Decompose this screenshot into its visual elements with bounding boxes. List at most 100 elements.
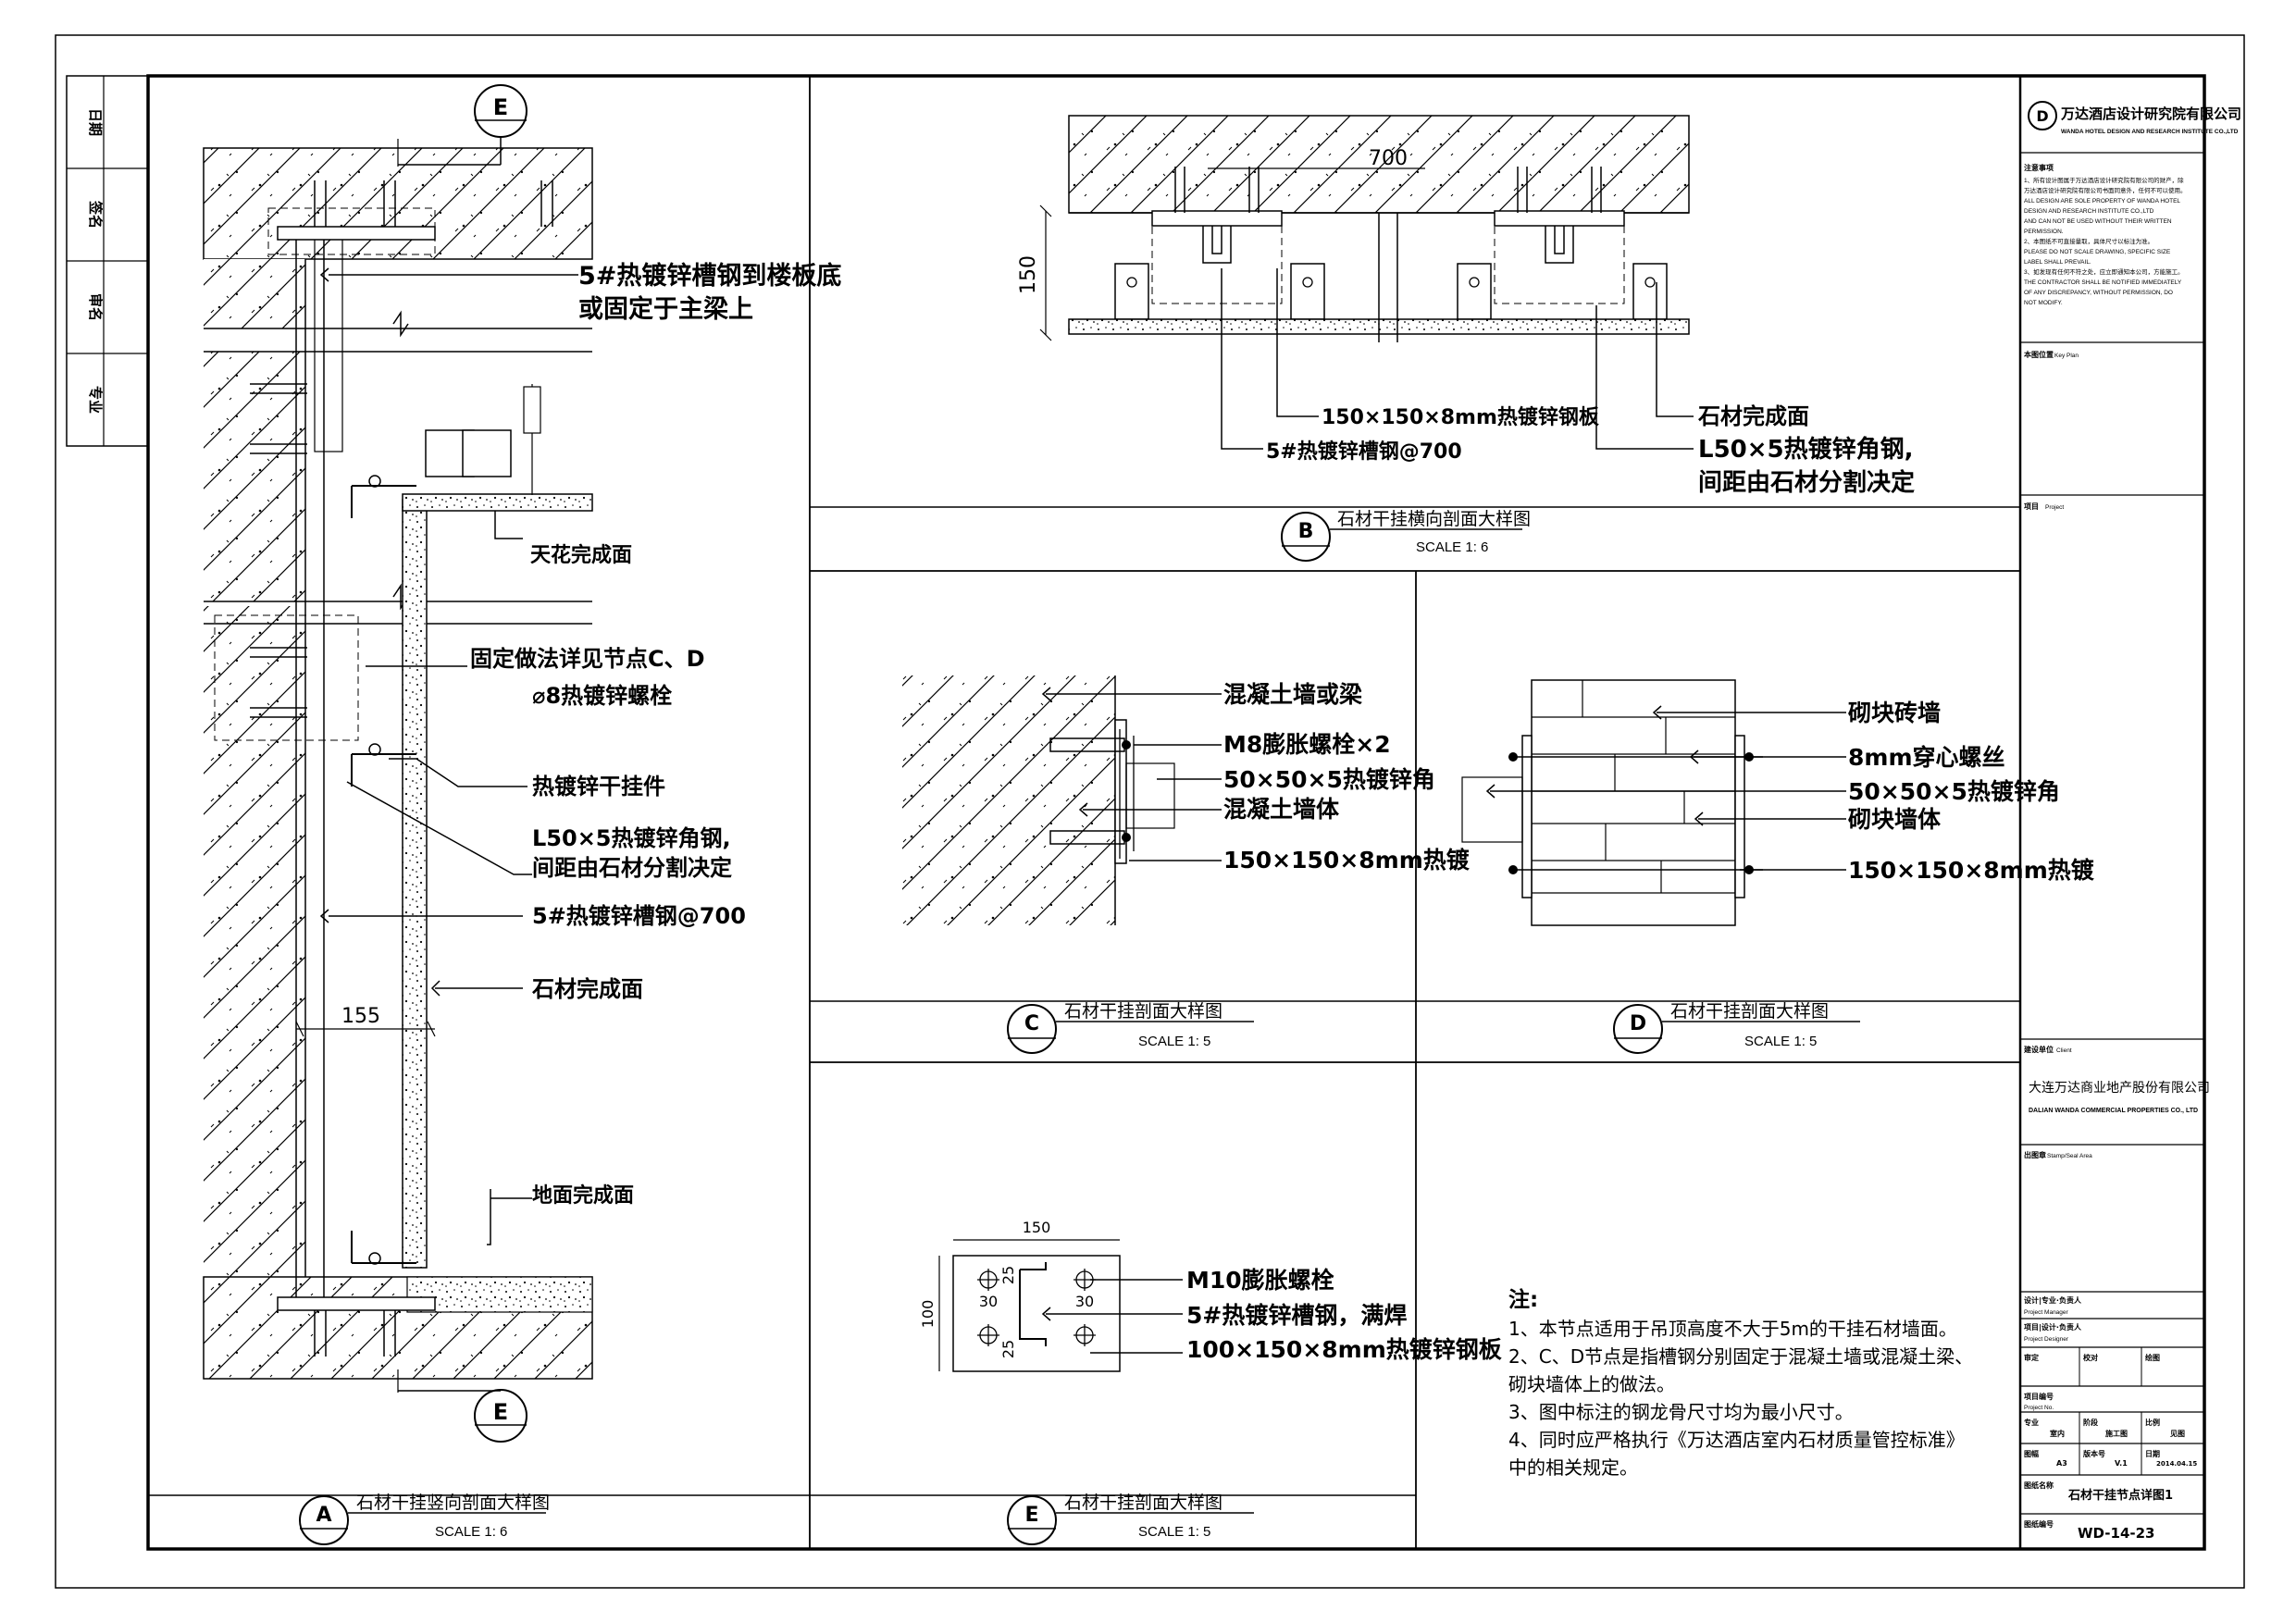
view-b-label-plate: 150×150×8mm热镀锌钢板: [1322, 405, 1600, 429]
scale-value: 见图: [2170, 1430, 2185, 1438]
view-a-label-channel: 5#热镀锌槽钢@700: [532, 903, 746, 929]
discipline-value: 室内: [2050, 1429, 2065, 1438]
notes-line-3: 3、图中标注的钢龙骨尺寸均为最小尺寸。: [1508, 1401, 1854, 1423]
view-b-dim-700: 700: [1369, 147, 1408, 170]
strip-date: 日期: [87, 108, 104, 136]
project-label: 项目: [2024, 502, 2039, 511]
view-d-label-3: 砌块墙体: [1848, 806, 1942, 833]
view-a-label-ceiling: 天花完成面: [530, 543, 632, 567]
notice-line-9: 3、如发现有任何不符之处，应立即通知本公司，方能施工。: [2024, 267, 2184, 276]
view-c-title: 石材干挂剖面大样图: [1064, 1001, 1222, 1022]
view-e-label-1: 5#热镀锌槽钢，满焊: [1186, 1302, 1407, 1329]
company-name-cn: 万达酒店设计研究院有限公司: [2060, 105, 2241, 122]
view-c-label-0: 混凝土墙或梁: [1223, 681, 1362, 708]
notice-line-1: 万达酒店设计研究院有限公司书面同意外，任何不可以使用。: [2024, 186, 2187, 194]
view-b-label-channel: 5#热镀锌槽钢@700: [1266, 440, 1462, 464]
view-a-dim-155: 155: [341, 1005, 380, 1028]
view-e-dim-30b: 30: [1075, 1293, 1094, 1310]
client-label: 建设单位: [2023, 1045, 2054, 1054]
view-b-marker: B: [1298, 520, 1314, 543]
stamp-label-en: Stamp/Seal Area: [2047, 1153, 2092, 1159]
notes-heading: 注:: [1508, 1287, 1538, 1312]
view-d-title: 石材干挂剖面大样图: [1670, 1001, 1829, 1022]
project-label-en: Project: [2045, 504, 2064, 511]
design-leader-label: 设计|专业·负责人: [2024, 1295, 2082, 1305]
view-c-leaders: [1041, 687, 1222, 861]
notice-line-4: AND CAN NOT BE USED WITHOUT THEIR WRITTE…: [2024, 218, 2172, 225]
dwg-no-label: 图纸编号: [2024, 1519, 2054, 1529]
view-a-label-hanger: 热镀锌干挂件: [532, 774, 665, 799]
view-d-title-block: D 石材干挂剖面大样图 SCALE 1: 5: [1613, 1001, 1860, 1054]
notes-line-0: 1、本节点适用于吊顶高度不大于5m的干挂石材墙面。: [1508, 1318, 1957, 1340]
view-e-dim-25b: 25: [999, 1340, 1017, 1358]
view-a-label-channel-top-2: 或固定于主梁上: [578, 294, 753, 324]
strip-discipline: 专业: [87, 386, 104, 414]
project-leader-label-en: Project Designer: [2024, 1336, 2069, 1343]
strip-sign: 签名: [87, 200, 104, 229]
size-value: A3: [2056, 1459, 2067, 1468]
notice-line-12: NOT MODIFY.: [2024, 300, 2063, 306]
notice-line-11: OF ANY DISCREPANCY, WITHOUT PERMISSION, …: [2024, 290, 2173, 296]
view-e-title: 石材干挂剖面大样图: [1064, 1493, 1222, 1513]
notice-line-6: 2、本图纸不可直接量取，具体尺寸以标注为准。: [2024, 237, 2153, 245]
view-a-marker: A: [316, 1504, 331, 1527]
proj-no-label: 项目编号: [2024, 1392, 2054, 1401]
view-a-label-angle-2: 间距由石材分割决定: [532, 855, 732, 881]
proj-no-label-en: Project No.: [2024, 1405, 2054, 1411]
size-label: 图幅: [2024, 1449, 2039, 1458]
view-e-dim-100: 100: [919, 1300, 937, 1329]
view-d-leaders: [1485, 705, 1846, 871]
stamp-label: 出图章: [2024, 1150, 2046, 1159]
check-label: 审定: [2024, 1353, 2039, 1362]
design-leader-label-en: Project Manager: [2024, 1309, 2069, 1316]
notice-line-7: PLEASE DO NOT SCALE DRAWING, SPECIFIC SI…: [2024, 249, 2171, 255]
strip-approve: 审名: [87, 293, 104, 321]
client-name-cn: 大连万达商业地产股份有限公司: [2029, 1081, 2210, 1096]
notice-line-0: 1、所有设计图属于万达酒店设计研究院有限公司的财产，除: [2024, 176, 2184, 184]
view-d-marker: D: [1630, 1012, 1646, 1035]
view-e-drawing: 150 100 30 30 25 25: [919, 1219, 1121, 1372]
view-c-label-1: M8膨胀螺栓×2: [1223, 731, 1391, 758]
view-a-cut-bottom-letter: E: [493, 1399, 508, 1425]
view-a-leaders: [319, 267, 578, 1198]
project-leader-label: 项目|设计·负责人: [2024, 1322, 2082, 1332]
view-e-dim-150: 150: [1023, 1219, 1051, 1236]
version-label: 版本号: [2082, 1449, 2105, 1458]
view-a-cut-top-letter: E: [493, 94, 508, 120]
view-b-label-angle-1: L50×5热镀锌角钢,: [1698, 435, 1914, 464]
view-b-title-block: B 石材干挂横向剖面大样图 SCALE 1: 6: [1281, 509, 1531, 562]
notice-head: 注意事项: [2024, 163, 2054, 172]
notes-line-4: 4、同时应严格执行《万达酒店室内石材质量管控标准》: [1508, 1429, 1965, 1451]
notice-line-2: ALL DESIGN ARE SOLE PROPERTY OF WANDA HO…: [2024, 198, 2180, 204]
view-c-drawing: [902, 675, 1175, 925]
notes-line-5: 中的相关规定。: [1508, 1456, 1638, 1479]
view-b-leaders: [1221, 268, 1694, 450]
view-e-scale: SCALE 1: 5: [1138, 1524, 1210, 1540]
view-b-drawing: 700 150: [1017, 115, 1690, 342]
stage-value: 施工图: [2105, 1429, 2128, 1438]
view-d-label-1: 8mm穿心螺丝: [1848, 744, 2005, 771]
dwg-name-value: 石材干挂节点详图1: [2067, 1488, 2173, 1503]
view-d-label-2: 50×50×5热镀锌角: [1848, 778, 2060, 805]
dwg-name-label: 图纸名称: [2024, 1481, 2054, 1490]
view-d-drawing: [1461, 679, 1763, 926]
draw-label: 绘图: [2145, 1353, 2160, 1362]
client-name-en: DALIAN WANDA COMMERCIAL PROPERTIES CO., …: [2029, 1108, 2198, 1114]
view-b-label-stone: 石材完成面: [1697, 403, 1809, 429]
view-a-label-bolt: ⌀8热镀锌螺栓: [532, 683, 672, 709]
svg-text:D: D: [2036, 107, 2048, 125]
notes-line-2: 砌块墙体上的做法。: [1508, 1373, 1675, 1395]
view-a-label-fixing: 固定做法详见节点C、D: [470, 646, 705, 672]
view-e-marker: E: [1024, 1504, 1038, 1527]
view-b-label-angle-2: 间距由石材分割决定: [1698, 468, 1915, 497]
notice-line-5: PERMISSION.: [2024, 229, 2064, 235]
notice-line-3: DESIGN AND RESEARCH INSTITUTE CO.,LTD: [2024, 208, 2154, 215]
view-a-scale: SCALE 1: 6: [435, 1524, 507, 1540]
view-a-title-block: A 石材干挂竖向剖面大样图 SCALE 1: 6: [299, 1493, 550, 1545]
view-a-label-floor: 地面完成面: [532, 1183, 634, 1208]
view-a-label-stone: 石材完成面: [531, 976, 643, 1002]
key-plan-label-en: Key Plan: [2054, 353, 2079, 359]
version-value: V.1: [2115, 1459, 2128, 1468]
view-c-scale: SCALE 1: 5: [1138, 1034, 1210, 1049]
